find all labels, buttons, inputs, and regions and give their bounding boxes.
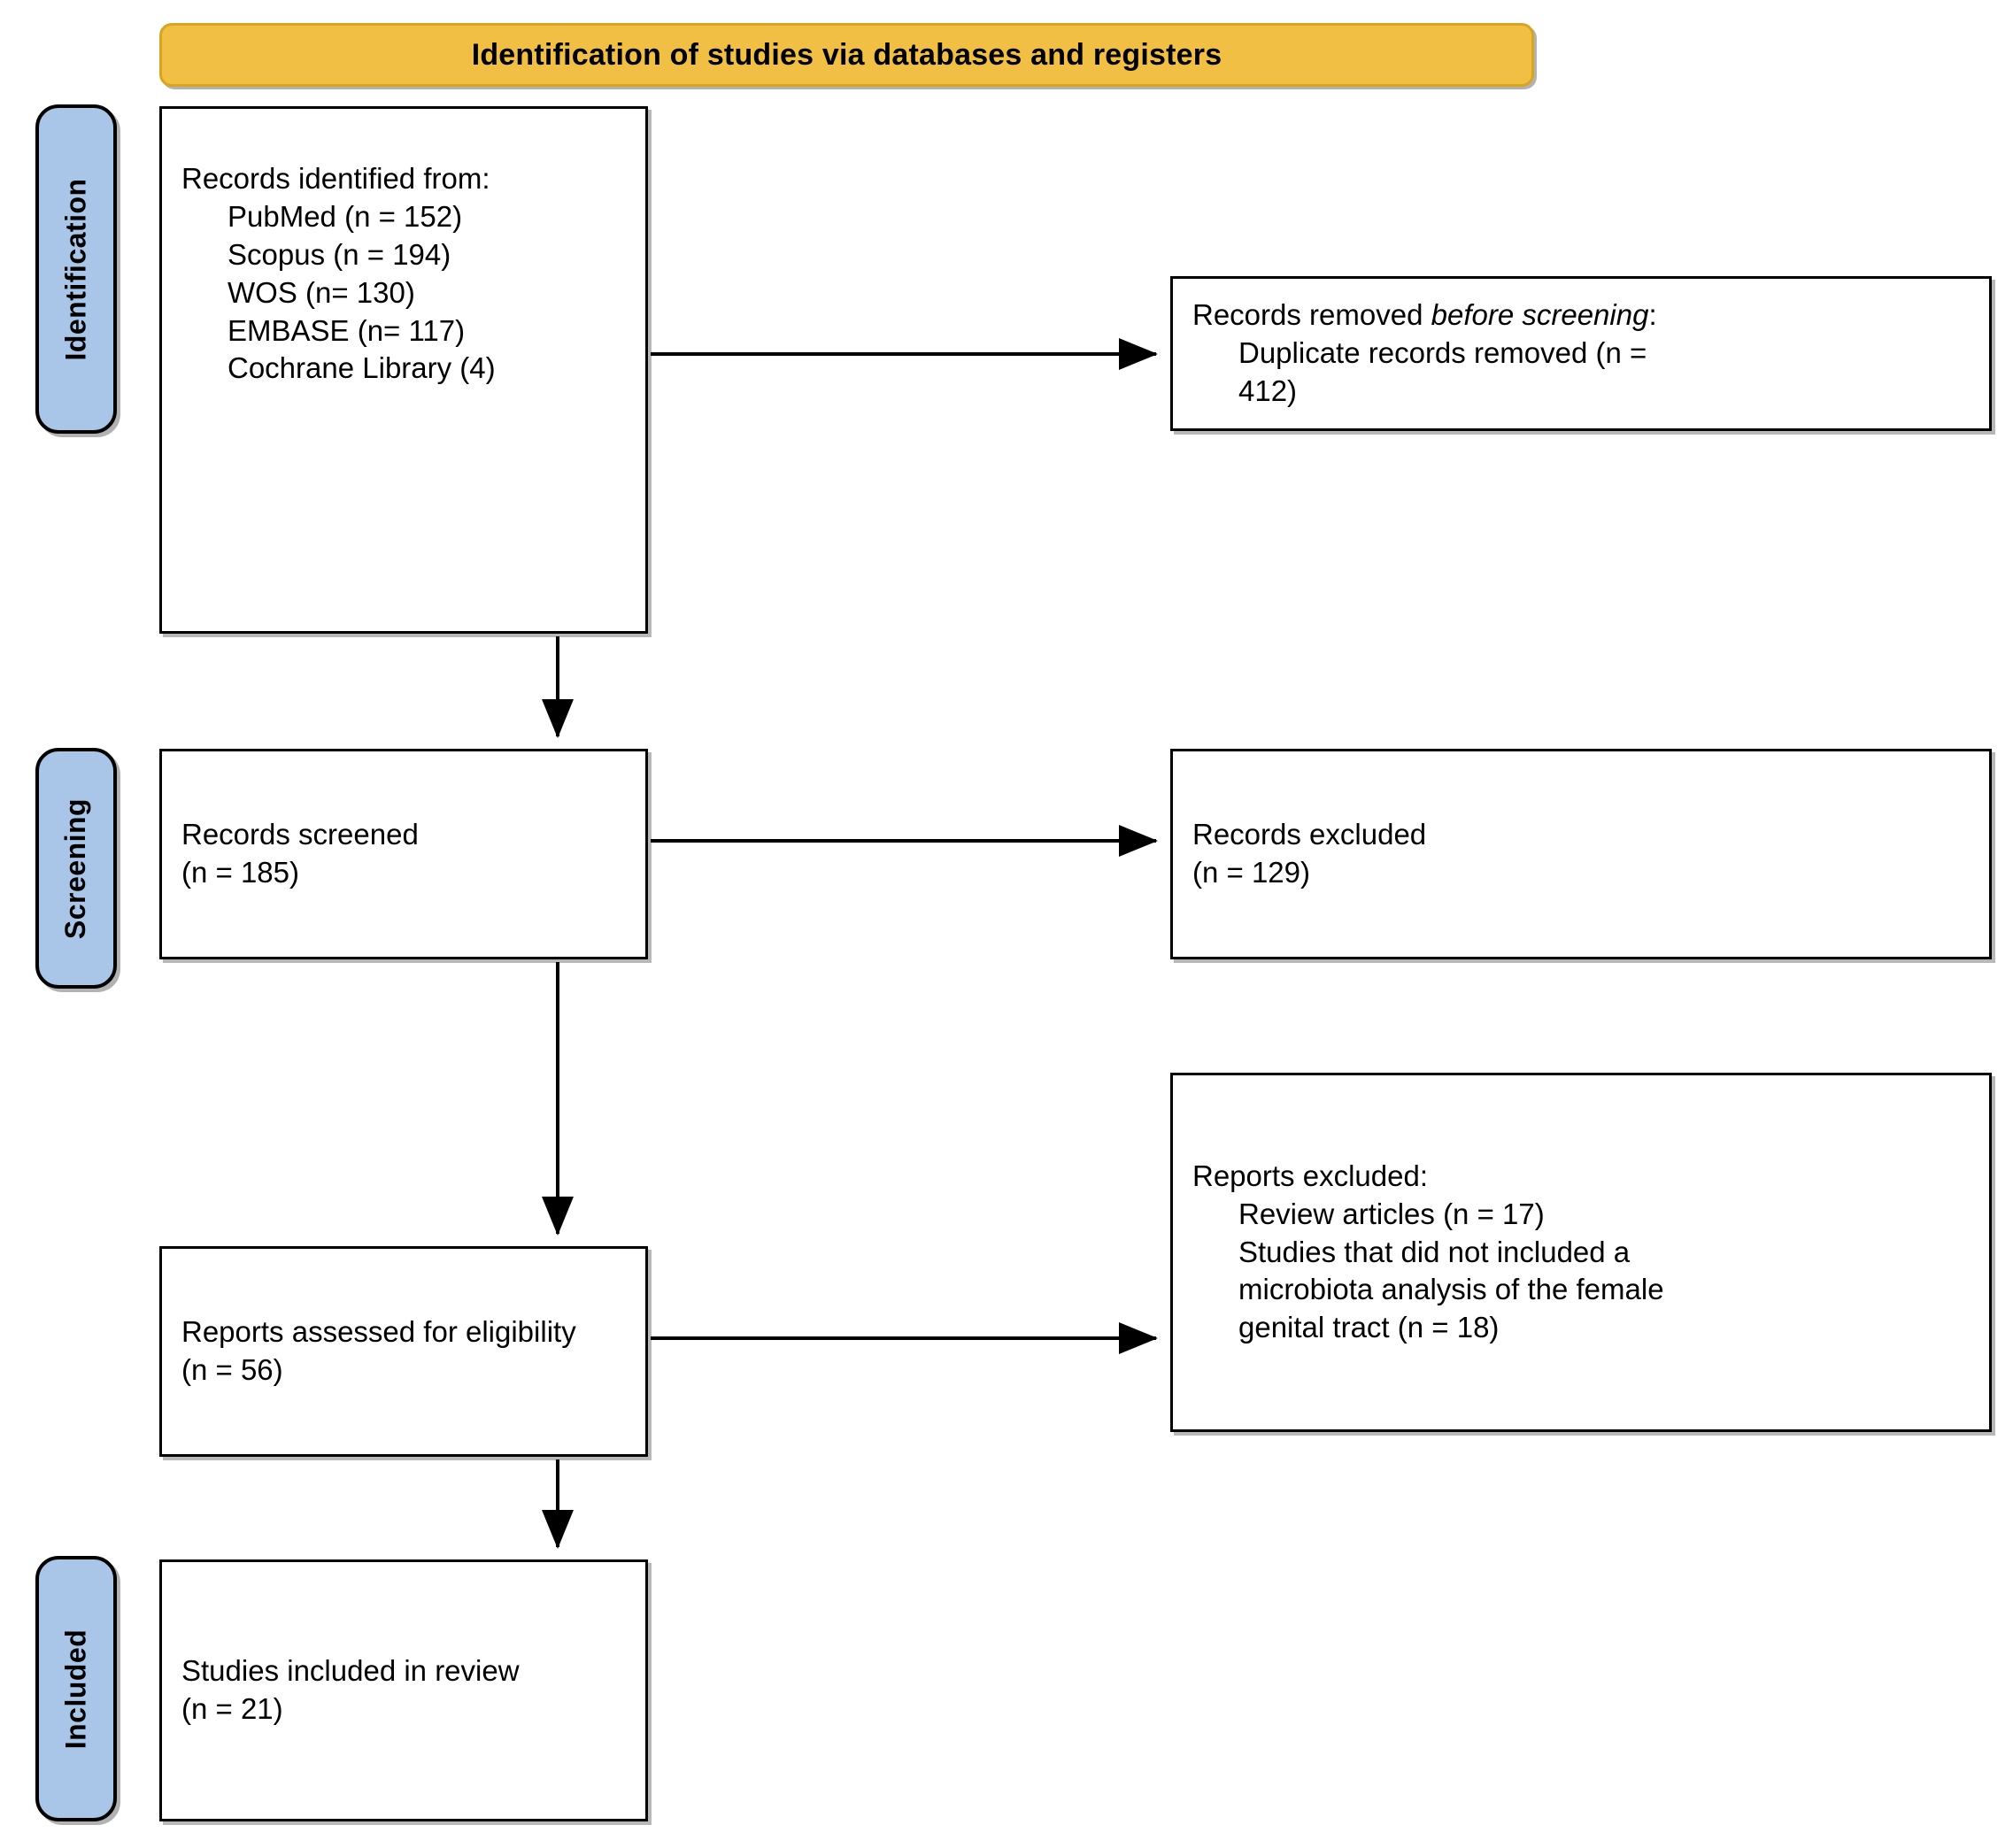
reports-excluded-heading: Reports excluded:: [1192, 1159, 1428, 1192]
source-scopus: Scopus (n = 194): [228, 237, 451, 271]
phase-tab-identification: Identification: [35, 104, 117, 434]
records-screened-count: (n = 185): [181, 856, 299, 889]
records-removed-text: Records removed: [1192, 298, 1431, 332]
records-excluded-label: Records excluded: [1192, 818, 1427, 851]
node-records-screened: Records screened (n = 185): [159, 749, 648, 959]
source-wos: WOS (n= 130): [228, 275, 415, 309]
studies-included-label: Studies included in review: [181, 1654, 520, 1688]
source-embase: EMBASE (n= 117): [228, 313, 466, 347]
duplicate-records-line2: 412): [1238, 373, 1298, 407]
records-screened-label: Records screened: [181, 818, 419, 851]
phase-tab-included: Included: [35, 1556, 117, 1821]
reason-review-articles: Review articles (n = 17): [1238, 1197, 1545, 1230]
reason-no-microbiota-line3: genital tract (n = 18): [1238, 1311, 1500, 1344]
duplicate-records-line1: Duplicate records removed (n =: [1238, 336, 1647, 370]
phase-label-included: Included: [59, 1629, 92, 1749]
node-records-identified: Records identified from: PubMed (n = 152…: [159, 106, 648, 634]
phase-label-screening: Screening: [59, 797, 92, 939]
records-removed-colon: :: [1648, 298, 1657, 332]
records-removed-heading: Records removed before screening:: [1192, 296, 1970, 335]
reason-no-microbiota-line1: Studies that did not included a: [1238, 1235, 1631, 1268]
node-reports-assessed: Reports assessed for eligibility (n = 56…: [159, 1246, 648, 1457]
studies-included-count: (n = 21): [181, 1692, 283, 1725]
source-pubmed: PubMed (n = 152): [228, 199, 463, 233]
reports-assessed-label: Reports assessed for eligibility: [181, 1315, 576, 1349]
phase-tab-screening: Screening: [35, 748, 117, 989]
records-removed-emphasis: before screening: [1431, 298, 1649, 332]
source-cochrane: Cochrane Library (4): [228, 351, 496, 385]
reports-assessed-count: (n = 56): [181, 1353, 283, 1386]
records-excluded-count: (n = 129): [1192, 856, 1310, 889]
records-identified-heading: Records identified from:: [181, 162, 490, 195]
reason-no-microbiota-line2: microbiota analysis of the female: [1238, 1273, 1664, 1306]
page-title: Identification of studies via databases …: [471, 37, 1222, 72]
node-records-removed: Records removed before screening: Duplic…: [1170, 276, 1992, 431]
node-records-excluded: Records excluded (n = 129): [1170, 749, 1992, 959]
header-banner: Identification of studies via databases …: [159, 23, 1534, 87]
node-studies-included: Studies included in review (n = 21): [159, 1559, 648, 1821]
phase-label-identification: Identification: [59, 177, 92, 361]
node-reports-excluded: Reports excluded: Review articles (n = 1…: [1170, 1073, 1992, 1432]
